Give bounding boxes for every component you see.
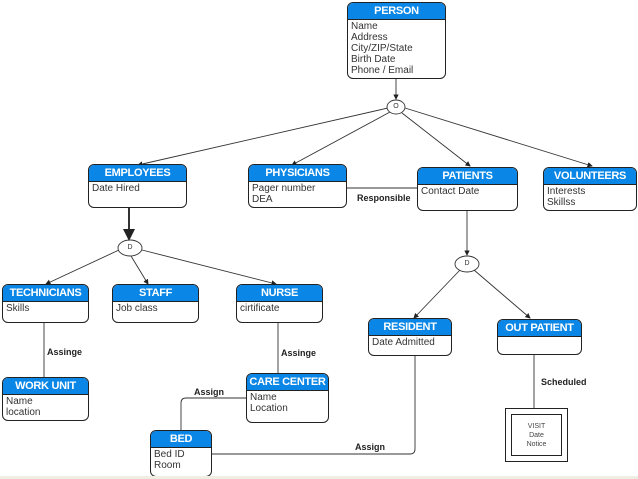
rel-responsible: Responsible (357, 193, 411, 203)
entity-title: VOLUNTEERS (544, 168, 636, 185)
entity-title: STAFF (113, 285, 198, 302)
attr: Name (6, 396, 33, 407)
attr: Room (154, 460, 181, 471)
attr: Date (529, 432, 544, 439)
attr: City/ZIP/State (351, 43, 413, 54)
attr: Location (250, 403, 288, 414)
line-resident-bed (211, 355, 416, 455)
attr: Notice (526, 441, 547, 448)
entity-title: TECHNICIANS (3, 285, 88, 302)
attr: Interests (547, 186, 586, 197)
entity-title: RESIDENT (369, 319, 451, 336)
attr: Phone / Email (351, 65, 414, 76)
attr: Date Admitted (372, 337, 435, 348)
attr: cirtificate (240, 303, 280, 314)
line-o-patients (401, 112, 471, 167)
entity-out-patient[interactable]: OUT PATIENT (497, 319, 582, 355)
line-o-physicians (291, 111, 391, 166)
attr: Birth Date (351, 54, 396, 65)
entity-title: CARE CENTER (247, 374, 328, 391)
disjoint-circle-employees (117, 239, 143, 257)
entity-title: BED (151, 431, 211, 448)
entity-title: PATIENTS (418, 168, 517, 185)
attr: Name (250, 392, 277, 403)
line-o-employees (137, 107, 389, 167)
entity-title: PERSON (348, 3, 445, 20)
attr: Skills (6, 303, 30, 314)
spec-label-patients: D (464, 260, 470, 267)
line-care-bed (180, 397, 246, 430)
attr: Pager number (252, 183, 316, 194)
entity-title: PHYSICIANS (249, 165, 346, 182)
line-d-staff (130, 255, 149, 285)
attr: location (6, 407, 41, 418)
line-d-technicians (45, 249, 120, 285)
line-d-outpatient (473, 269, 531, 319)
rel-care-bed: Assign (194, 387, 225, 397)
attr: DEA (252, 194, 273, 205)
entity-title: WORK UNIT (3, 378, 88, 395)
disjoint-circle-patients (454, 255, 480, 273)
entity-title: OUT PATIENT (498, 320, 581, 337)
rel-resident-bed: Assign (355, 442, 386, 452)
attr: Date Hired (92, 183, 140, 194)
rel-nurse-carecenter: Assinge (281, 348, 317, 358)
attr: Name (351, 21, 378, 32)
attr: Skillss (547, 197, 576, 208)
rel-scheduled: Scheduled (541, 377, 587, 387)
bottom-strip (0, 476, 638, 479)
line-d-resident (413, 269, 461, 319)
attr: Job class (116, 303, 158, 314)
attr: Address (351, 32, 388, 43)
spec-label-employees: D (127, 244, 133, 251)
attr: Contact Date (421, 186, 480, 197)
entity-title: EMPLOYEES (89, 165, 186, 182)
entity-title: NURSE (237, 285, 322, 302)
line-d-nurse (141, 249, 277, 286)
spec-label-person: O (393, 103, 399, 110)
attr: Bed ID (154, 449, 185, 460)
line-o-volunteers (404, 107, 593, 168)
rel-tech-workunit: Assinge (47, 347, 83, 357)
disjoint-circle-person (386, 99, 406, 115)
visit-title: VISIT (527, 423, 546, 430)
